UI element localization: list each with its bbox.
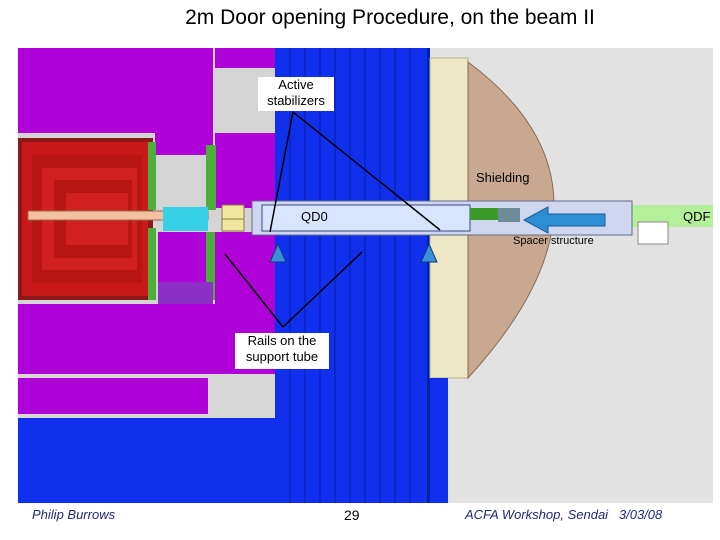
motion-arrow: [522, 206, 606, 234]
green-strip-2: [148, 228, 156, 300]
rail-triangle-left: [269, 242, 287, 263]
magenta-right-block: [215, 133, 275, 208]
spacer-structure-label: Spacer structure: [513, 235, 594, 247]
callout-pointers: [224, 111, 441, 328]
footer-author: Philip Burrows: [32, 507, 116, 522]
footer-event: ACFA Workshop, Sendai 3/03/08: [465, 507, 663, 522]
blue-yoke-right: [427, 48, 430, 503]
magenta-small-block: [215, 48, 275, 68]
magenta-lower-right: [158, 232, 206, 282]
green-strip-1: [148, 142, 156, 210]
green-ring: [470, 208, 498, 220]
footer-page-number: 29: [344, 507, 360, 523]
magenta-upper-block: [18, 48, 213, 133]
green-strip-3: [206, 145, 216, 210]
slide-title: 2m Door opening Procedure, on the beam I…: [185, 6, 595, 29]
spacer-block: [498, 208, 520, 222]
blue-yoke: [275, 48, 427, 503]
qdf-label: QDF: [683, 209, 711, 224]
yellow-component-1: [221, 204, 245, 220]
rail-triangle-right: [420, 242, 438, 263]
magenta-upper-block-2: [155, 133, 213, 155]
blue-lower-left: [18, 418, 280, 503]
qd0-magnet: [261, 204, 471, 232]
yellow-component-2: [221, 218, 245, 232]
magenta-bottom-block: [18, 378, 208, 414]
cyan-component: [163, 207, 208, 231]
shielding-label: Shielding: [476, 170, 530, 185]
active-stabilizers-callout: Active stabilizers: [258, 77, 334, 111]
green-strip-4: [206, 232, 216, 300]
purple-lower-right: [158, 282, 213, 304]
qdf-support: [637, 221, 669, 245]
magenta-lower-right-2: [215, 232, 275, 304]
blue-lower-right: [430, 378, 448, 503]
qd0-label: QD0: [301, 209, 328, 224]
rails-support-tube-callout: Rails on the support tube: [235, 333, 329, 369]
